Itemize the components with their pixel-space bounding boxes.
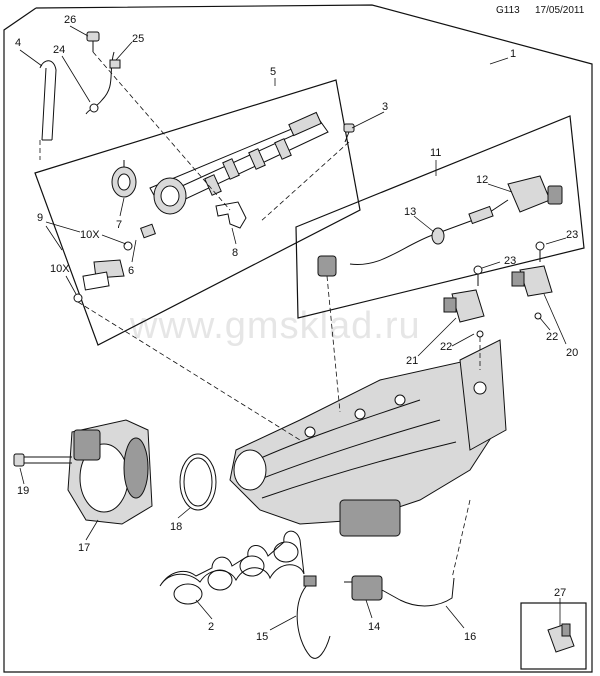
callout-17: 17 [78, 542, 90, 554]
callout-23-b: 23 [566, 229, 578, 241]
seal-part-22 [476, 330, 484, 338]
inset-frame-27 [520, 602, 587, 670]
leader-20 [543, 293, 567, 345]
leader-3 [351, 111, 385, 129]
seal-part-22-b [534, 312, 542, 320]
leader-22a [451, 333, 475, 347]
dash-line-9 [77, 301, 301, 441]
clip-part-25 [109, 59, 121, 69]
callout-24: 24 [53, 44, 65, 56]
callout-10x-b: 10X [50, 263, 70, 275]
callout-15: 15 [256, 631, 268, 643]
fuel-rail-part-5 [149, 111, 329, 215]
callout-11: 11 [430, 147, 441, 159]
bracket-part-8 [215, 201, 247, 229]
callout-4: 4 [15, 37, 21, 49]
leader-8 [231, 227, 237, 245]
leader-7 [119, 197, 125, 217]
dash-line-3 [259, 141, 350, 223]
dash-line-16 [451, 499, 471, 579]
leader-19 [19, 467, 25, 485]
callout-6: 6 [128, 265, 134, 277]
leader-25 [115, 41, 133, 61]
callout-14: 14 [368, 621, 380, 633]
clip-part-24 [89, 103, 99, 113]
diagram-date: 17/05/2011 [535, 5, 585, 16]
sensor-part-21 [443, 289, 485, 323]
pressure-regulator-part-7 [111, 160, 137, 198]
callout-10x-a: 10X [80, 229, 100, 241]
callout-19: 19 [17, 485, 29, 497]
sensor-part-12 [489, 175, 563, 213]
leader-21 [417, 317, 457, 357]
diagram-code: G113 [496, 5, 520, 16]
dash-line-26 [92, 51, 231, 211]
callout-25: 25 [132, 33, 144, 45]
callout-20: 20 [566, 347, 578, 359]
leader-26 [69, 25, 89, 37]
hose-part-16 [399, 577, 455, 607]
bolt-part-26 [86, 31, 100, 52]
manifold-gasket-part-2 [159, 530, 305, 605]
watermark-text: www.gmsklad.ru [129, 305, 421, 347]
sensor-part-14 [344, 575, 401, 601]
leader-9 [45, 221, 81, 233]
leader-1 [489, 57, 509, 65]
screw-part-23 [473, 241, 545, 286]
sensor-part-20 [511, 265, 553, 297]
subframe-fuel-rail [34, 79, 361, 346]
cable-part-15 [296, 581, 331, 659]
throttle-body-part-17 [67, 419, 153, 525]
seal-part-6 [123, 223, 156, 251]
sensor-cable-part-13 [317, 205, 494, 277]
callout-2: 2 [208, 621, 214, 633]
callout-27: 27 [554, 587, 566, 599]
injector-part-9 [73, 259, 125, 303]
inset-part-27 [547, 623, 575, 653]
leader-4 [19, 49, 43, 67]
callout-26: 26 [64, 14, 76, 26]
callout-12: 12 [476, 174, 488, 186]
callout-1: 1 [510, 48, 516, 60]
callout-21: 21 [406, 355, 418, 367]
leader-23a [481, 261, 501, 269]
callout-13: 13 [404, 206, 416, 218]
assembly-frame-1 [3, 4, 593, 673]
leader-10x-a [101, 234, 127, 245]
subframe-sensors [295, 115, 585, 319]
leader-15 [269, 615, 297, 631]
callout-8: 8 [232, 247, 238, 259]
callout-9: 9 [37, 212, 43, 224]
leader-12 [487, 183, 513, 193]
leader-23b [545, 237, 567, 245]
leader-13 [413, 215, 435, 233]
cable-connector-part-15 [303, 575, 317, 587]
callout-22-b: 22 [546, 331, 558, 343]
leader-24 [61, 55, 91, 103]
callout-5: 5 [270, 66, 276, 78]
intake-manifold [229, 339, 507, 537]
leader-9b [45, 225, 63, 251]
leader-18 [177, 507, 191, 519]
leader-2 [195, 599, 213, 620]
leader-16 [445, 605, 465, 629]
callout-23-a: 23 [504, 255, 516, 267]
leader-17 [85, 519, 99, 541]
callout-7: 7 [116, 219, 122, 231]
bolt-part-19 [13, 453, 72, 467]
callout-3: 3 [382, 101, 388, 113]
callout-22-a: 22 [440, 341, 452, 353]
leader-10x-b [65, 275, 77, 295]
gasket-ring-part-18 [179, 453, 217, 511]
leader-22b [539, 317, 551, 331]
hose-part-4 [39, 60, 57, 141]
callout-18: 18 [170, 521, 182, 533]
leader-14 [365, 599, 373, 619]
bolt-part-3 [343, 123, 355, 143]
leader-6 [131, 239, 137, 263]
callout-16: 16 [464, 631, 476, 643]
dash-line-13 [326, 275, 341, 413]
